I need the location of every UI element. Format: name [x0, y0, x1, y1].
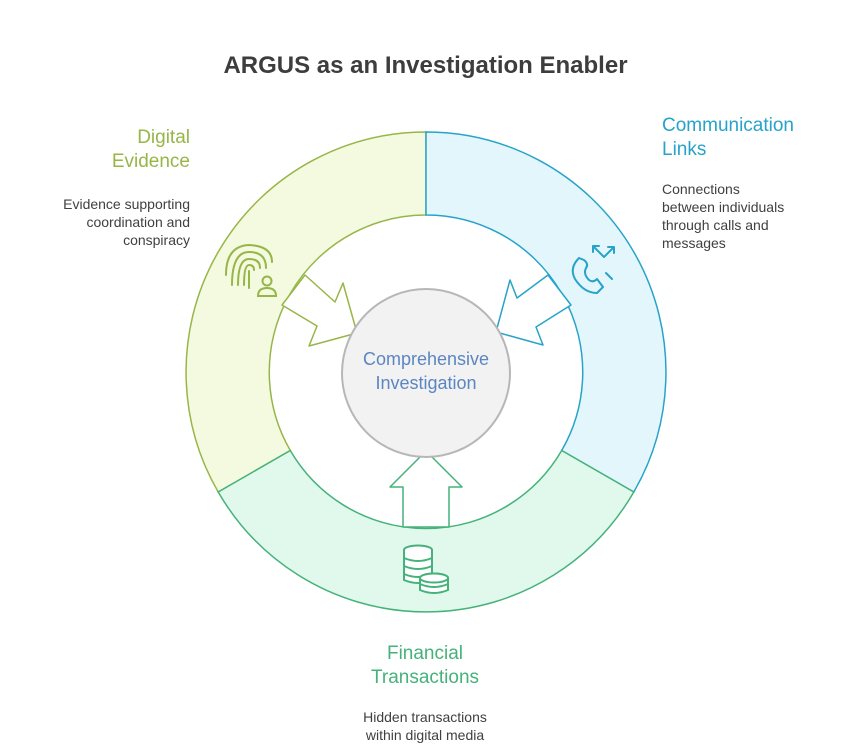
- segment-financial-transactions: [217, 449, 635, 613]
- diagram-title: ARGUS as an Investigation Enabler: [223, 52, 628, 79]
- coins-icon: [403, 544, 449, 594]
- financial-transactions-description: Hidden transactions within digital media: [363, 709, 487, 743]
- communication-links-title: Communication Links: [662, 115, 794, 160]
- segment-communication-links: [425, 131, 667, 494]
- financial-transactions-title: Financial Transactions: [370, 643, 480, 688]
- fingerprint-user-icon: [225, 243, 278, 297]
- center-label: Comprehensive Investigation: [362, 349, 490, 393]
- digital-evidence-description: Evidence supporting coordination and con…: [63, 196, 190, 248]
- phone-call-icon: [571, 245, 615, 294]
- arrow-communication-links: [495, 274, 572, 346]
- arrow-financial-transactions: [389, 450, 463, 528]
- segment-digital-evidence: [185, 131, 427, 494]
- center-circle: [341, 288, 511, 458]
- digital-evidence-title: Digital Evidence: [111, 127, 190, 172]
- communication-links-description: Connections between individuals through …: [662, 181, 785, 251]
- arrow-digital-evidence: [281, 274, 358, 347]
